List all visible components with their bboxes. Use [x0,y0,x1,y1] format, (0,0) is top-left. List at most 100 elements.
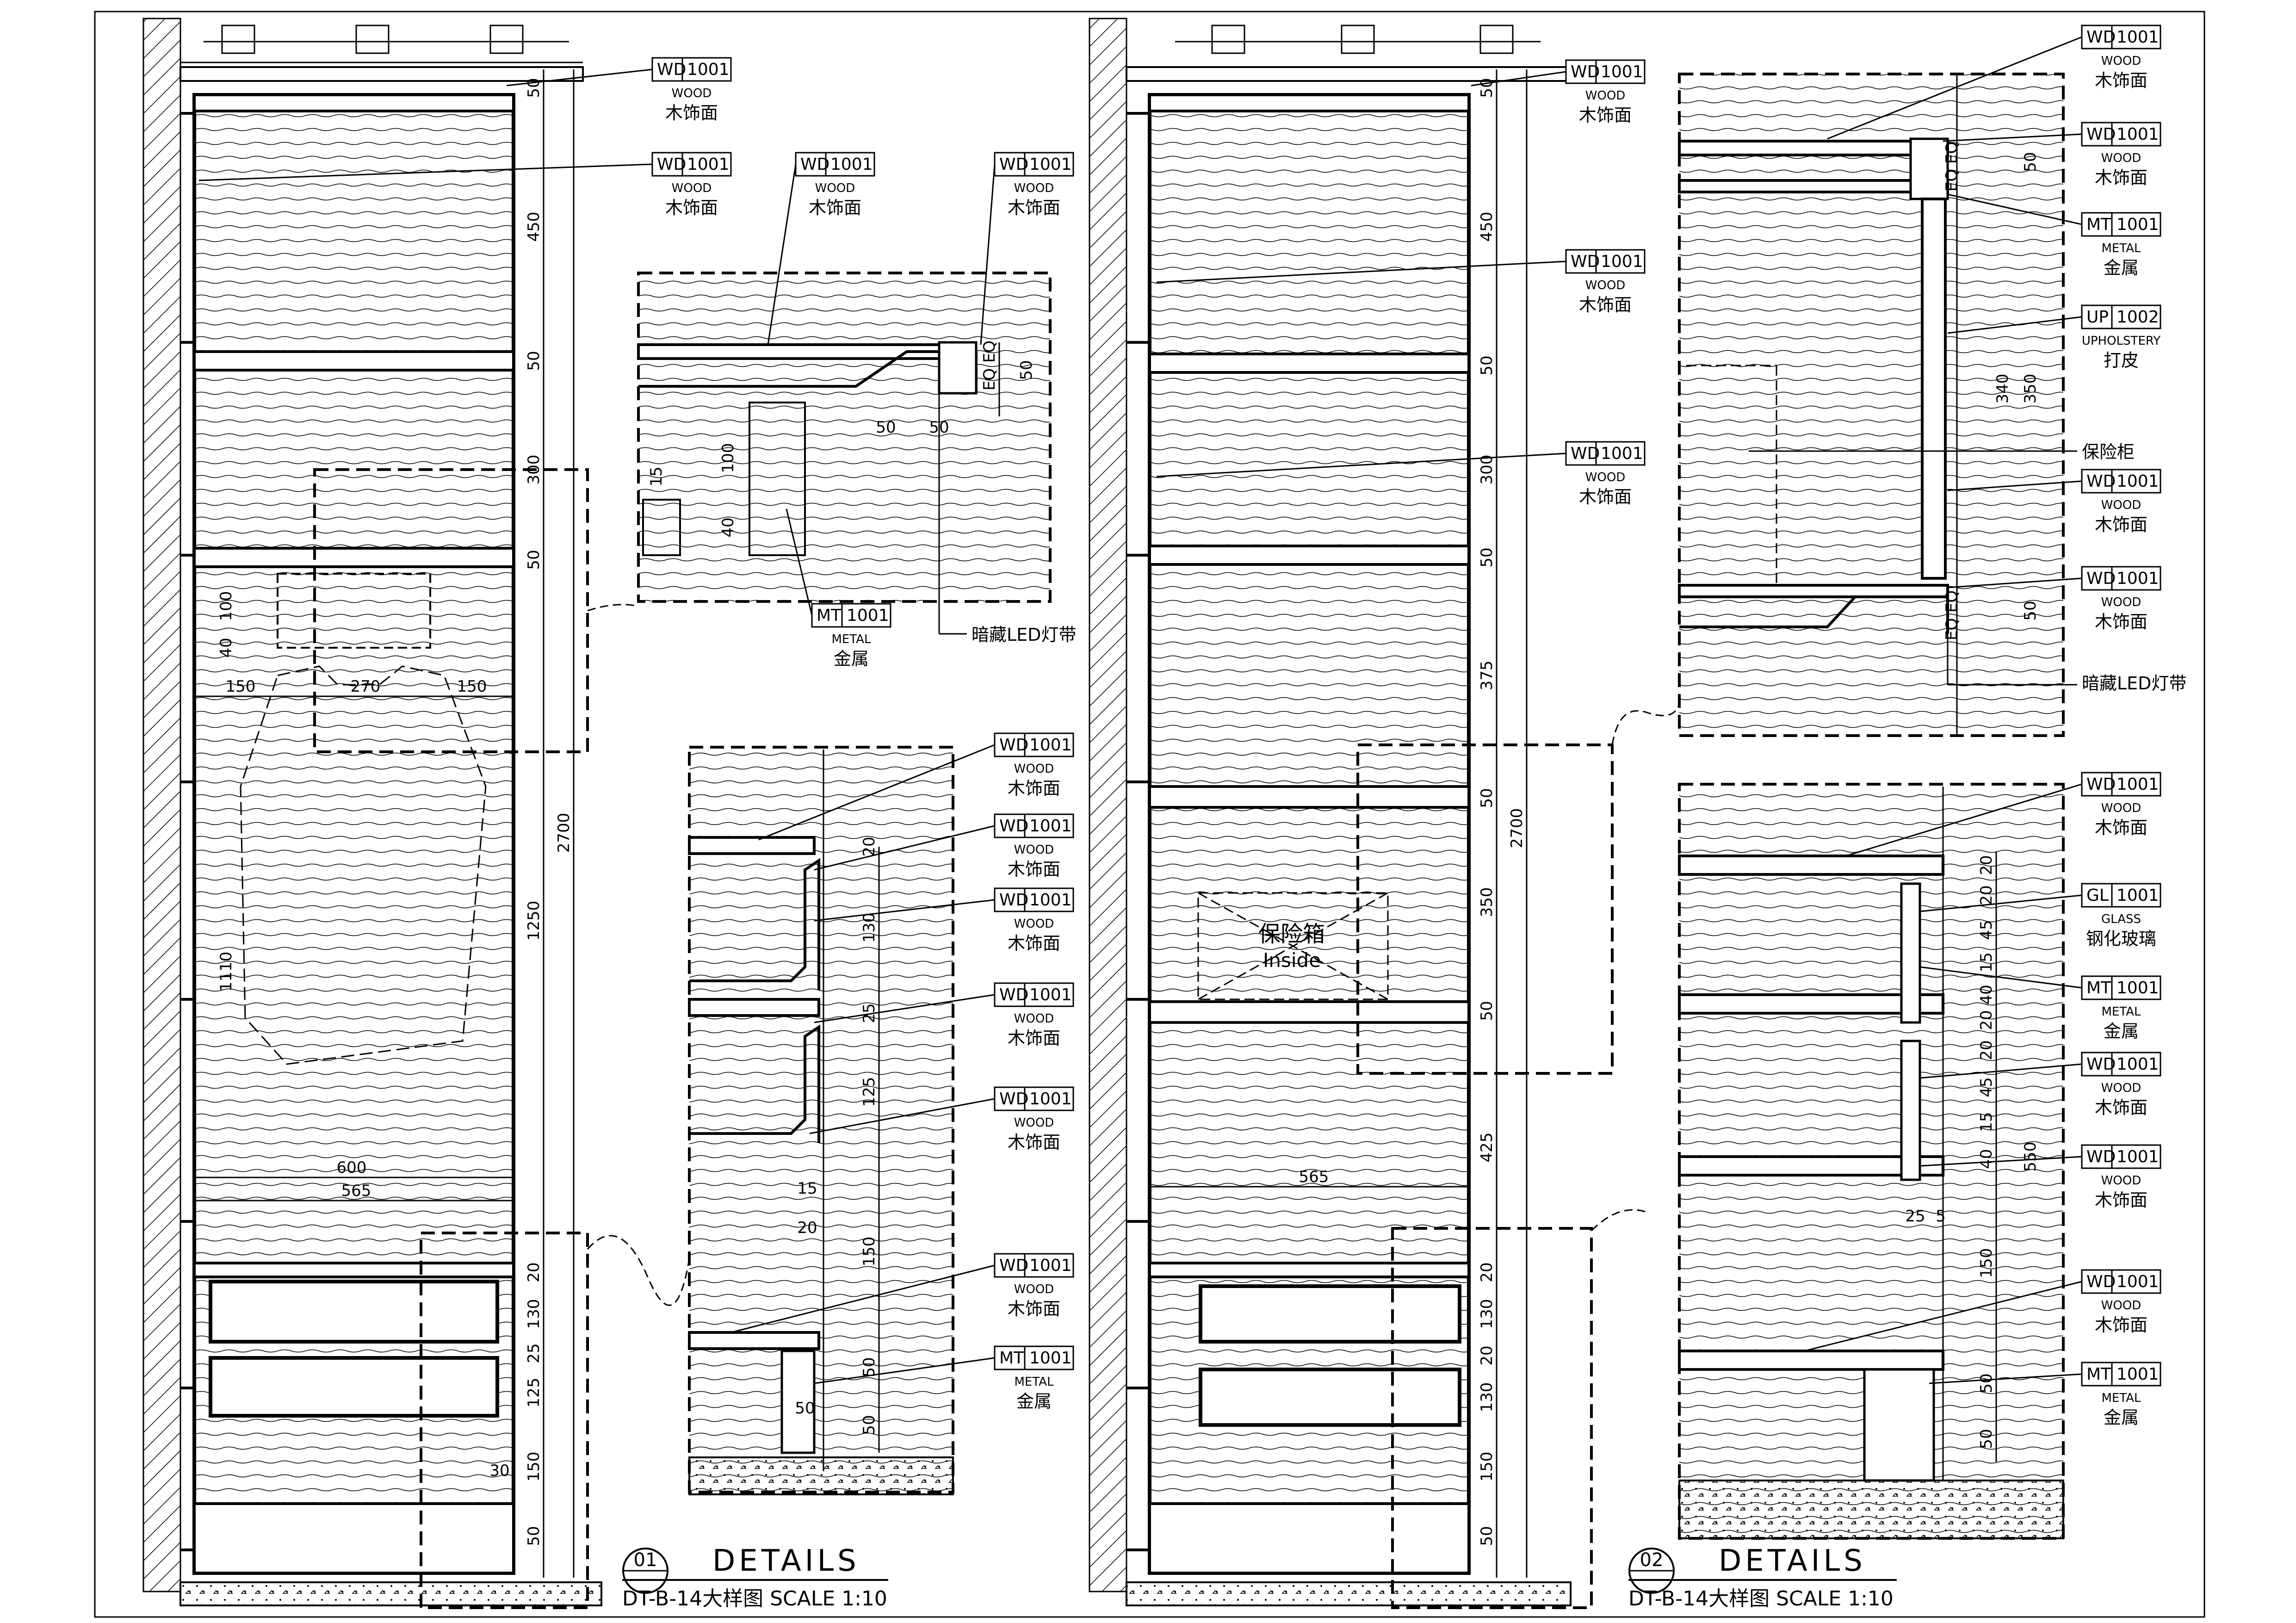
plinth-01 [193,1502,515,1574]
dim-p1-vertical: 25 [525,1343,543,1363]
dim-p1-vertical: 150 [525,1452,543,1482]
material-name-cn: 木饰面 [1008,1299,1060,1319]
wall-anchors-02 [1126,112,1150,1551]
material-number: 1001 [1601,62,1643,81]
safe-shelf-top-02 [1148,785,1470,809]
material-number: 1001 [2117,569,2159,588]
dim-detail-a: 100 [719,443,737,473]
material-code: WD [2086,125,2116,144]
material-code: WD [999,736,1028,755]
ceiling-lights-02 [1175,25,1541,54]
dim-p2-total: 2700 [1508,808,1526,849]
material-name-en: WOOD [1014,1012,1054,1026]
material-name-en: METAL [832,632,872,646]
material-code: WD [1571,62,1600,81]
material-code: GL [2086,886,2109,905]
glass-door-1 [1900,882,1921,1024]
material-name-en: WOOD [2101,1299,2141,1313]
detail-b [688,746,954,1495]
material-name-en: WOOD [1014,917,1054,931]
dim-detail-c: EQ [1943,618,1961,640]
dim-p2-vertical: 50 [1478,355,1496,375]
elevation-01 [142,18,690,1609]
dim-p2-vertical: 350 [1478,887,1496,917]
material-name-cn: 钢化玻璃 [2086,929,2156,949]
ceiling-slab-01 [179,66,584,82]
dim-p1-vertical: 450 [525,212,543,242]
material-name-cn: 木饰面 [1008,1132,1060,1152]
material-name-cn: 木饰面 [665,198,718,218]
dim-detail-b: 20 [860,836,879,856]
dim-detail-d: 45 [1977,920,1996,940]
note-safe-box-en: Inside [1263,949,1321,972]
material-code: WD [2086,28,2116,47]
material-number: 1001 [2117,886,2159,905]
material-name-cn: 木饰面 [2095,514,2147,535]
shelf-1-02 [1148,353,1470,374]
material-code: WD [999,1256,1028,1275]
dim-detail-d: 20 [1977,885,1996,905]
material-number: 1001 [1029,1349,1072,1368]
dim-detail-a: 15 [647,466,666,486]
detail-heading-02: DETAILS [1719,1544,1866,1578]
floor-01 [179,1581,602,1606]
dim-p2-vertical: 50 [1478,1526,1496,1546]
dim-detail-d: 25 [1905,1207,1925,1226]
ceiling-slab-02 [1126,66,1572,82]
wardrobe-body-02 [1148,93,1471,1575]
material-number: 1001 [1029,985,1072,1004]
material-code: UP [2086,308,2109,327]
material-name-en: WOOD [1585,471,1626,484]
dim-p2-vertical: 50 [1478,547,1496,567]
dim-detail-a: 50 [876,418,896,437]
detail-b-frame [688,746,954,1493]
material-code: WD [1571,252,1600,271]
detail-callout-b-01 [420,1232,589,1609]
dim-p1-horizontal: 150 [226,677,256,696]
material-number: 1001 [830,155,873,174]
dim-detail-c: 50 [2021,601,2040,620]
material-number: 1001 [1601,444,1643,463]
material-number: 1001 [1029,1090,1072,1109]
shelf-1-01 [193,350,515,372]
material-number: 1001 [2117,979,2159,997]
dim-detail-d: 150 [1977,1248,1996,1278]
material-code: WD [2086,1147,2116,1166]
dim-p1-horizontal: 1110 [217,952,235,992]
detail-number-02: 02 [1640,1549,1664,1571]
material-name-en: WOOD [2101,54,2141,68]
dim-p1-vertical: 50 [525,351,543,371]
dim-detail-b: 25 [860,1003,879,1023]
material-name-en: WOOD [1014,181,1054,195]
wall-hatch-01 [142,18,181,1592]
dim-detail-c: EQ [1943,590,1961,613]
wall-hatch-02 [1089,18,1127,1592]
material-name-cn: 木饰面 [1008,778,1060,799]
material-name-cn: 金属 [2104,258,2139,278]
dim-p2-vertical: 50 [1478,788,1496,808]
material-name-en: WOOD [672,87,712,100]
detail-callout-a-01 [313,468,589,753]
detail-ref-scale-01: DT-B-14大样图 SCALE 1:10 [622,1587,887,1611]
material-name-cn: 木饰面 [809,198,861,218]
detail-ref-scale-02: DT-B-14大样图 SCALE 1:10 [1628,1587,1894,1611]
material-name-cn: 金属 [2104,1021,2139,1041]
material-number: 1001 [1029,817,1072,836]
safe-box-outline-02 [1197,892,1389,1000]
dim-p1-vertical: 20 [525,1262,543,1282]
dim-p1-horizontal: 30 [489,1462,509,1480]
dim-p2-vertical: 50 [1478,1001,1496,1021]
material-name-en: WOOD [1014,1116,1054,1130]
material-name-en: WOOD [2101,498,2141,512]
